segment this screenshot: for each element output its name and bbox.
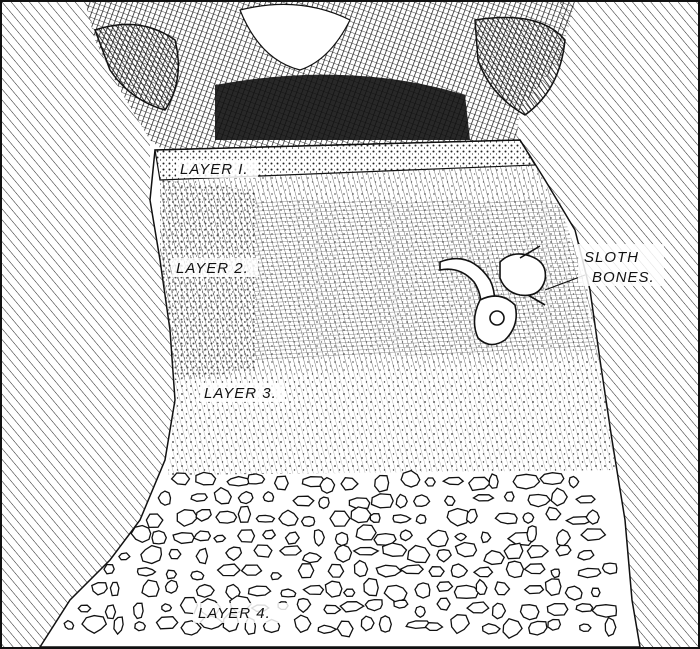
cobble — [540, 473, 564, 485]
cobble — [580, 624, 591, 631]
cobble — [104, 565, 114, 574]
cobble — [547, 604, 567, 616]
cobble — [197, 585, 215, 598]
cobble — [157, 617, 178, 629]
cobble — [592, 588, 601, 596]
cobble — [364, 579, 378, 596]
cobble — [162, 604, 172, 612]
cobble — [375, 476, 389, 492]
cobble — [238, 530, 255, 542]
cobble — [248, 474, 265, 484]
cobble — [293, 496, 314, 506]
layer-1-label: LAYER I. — [180, 161, 249, 178]
layer-2-label: LAYER 2. — [176, 260, 249, 277]
cobble — [135, 622, 146, 631]
cobble — [523, 513, 534, 523]
cobble — [344, 589, 355, 596]
cobble — [394, 600, 408, 608]
cobble — [302, 517, 315, 527]
cobble — [415, 606, 425, 617]
cobble — [105, 605, 115, 619]
cobble — [372, 494, 394, 508]
sloth-bones-label-line1: SLOTH — [584, 249, 639, 266]
cobble — [191, 571, 204, 580]
cobble — [166, 570, 176, 579]
cobble — [134, 603, 144, 618]
cobble — [298, 564, 313, 578]
cobble — [505, 492, 515, 501]
layer-2-rubble — [160, 180, 255, 380]
cobble — [415, 583, 430, 598]
cobble — [191, 494, 207, 501]
cobble — [110, 582, 119, 595]
cobble — [263, 530, 276, 539]
cobble — [527, 526, 536, 542]
cobble — [328, 564, 343, 577]
cobble — [548, 620, 561, 631]
sloth-bones-label-line2: BONES. — [592, 269, 655, 286]
cobble — [379, 616, 391, 632]
cobble — [365, 600, 382, 611]
cobble — [578, 568, 600, 577]
cobble — [216, 511, 237, 523]
cobble — [275, 476, 289, 490]
cobble — [238, 506, 250, 522]
cobble — [242, 565, 262, 575]
cobble — [196, 472, 216, 484]
cobble — [152, 531, 166, 544]
cobble — [506, 561, 523, 577]
cobble — [474, 495, 494, 501]
cobble — [454, 585, 478, 598]
cobble — [425, 478, 435, 486]
cobble — [354, 548, 378, 555]
cobble — [214, 535, 225, 542]
cobble — [603, 563, 617, 574]
cobble — [416, 515, 426, 524]
cobble — [414, 495, 430, 506]
cobble — [335, 545, 352, 562]
layer-3-label: LAYER 3. — [204, 385, 277, 402]
cobble — [119, 553, 130, 560]
cobble — [336, 533, 348, 546]
layer-4-label: LAYER 4. — [198, 605, 271, 622]
cobble — [370, 514, 380, 523]
cobble — [355, 561, 368, 577]
cobble — [525, 586, 544, 594]
cobble — [521, 605, 539, 620]
cobble — [254, 545, 272, 557]
cobble — [429, 567, 444, 577]
cobble — [169, 550, 181, 559]
cobble — [489, 474, 498, 488]
cobble — [319, 497, 329, 508]
cobble — [256, 515, 274, 522]
cobble — [78, 605, 90, 612]
cobble — [576, 604, 592, 612]
